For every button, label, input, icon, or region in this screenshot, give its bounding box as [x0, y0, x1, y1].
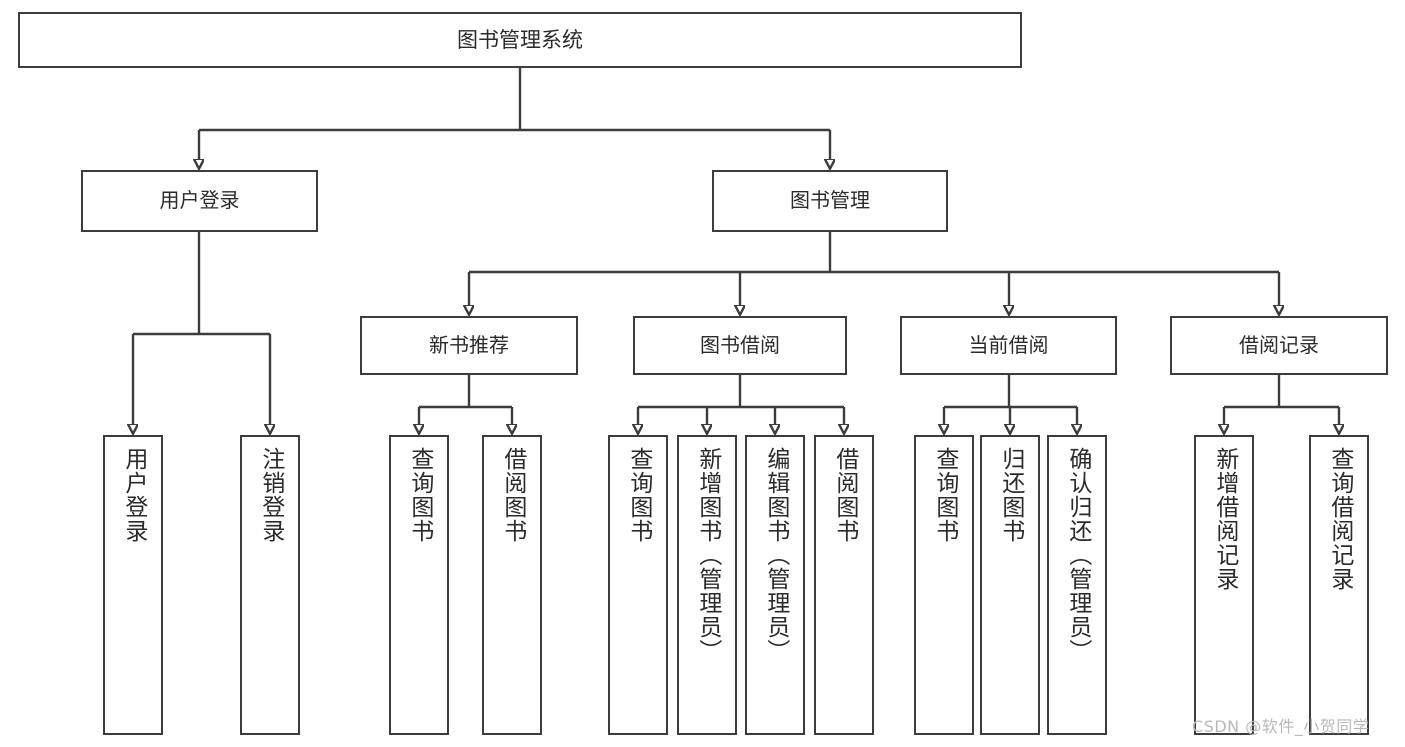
node-leaf-borrow-book-2-label: 借阅图书: [831, 447, 858, 543]
node-leaf-return-book-label: 归还图书: [997, 447, 1024, 543]
node-leaf-query-record-label: 查询借阅记录: [1326, 447, 1353, 591]
node-leaf-query-book-2-label: 查询图书: [625, 447, 652, 543]
node-leaf-edit-book-label: 编辑图书（管理员）: [762, 447, 789, 663]
node-book-management[interactable]: 图书管理: [712, 170, 948, 232]
node-user-login[interactable]: 用户登录: [81, 170, 318, 232]
node-leaf-user-logout[interactable]: 注销登录: [240, 435, 300, 735]
node-leaf-query-book-2[interactable]: 查询图书: [608, 435, 668, 735]
node-root[interactable]: 图书管理系统: [18, 12, 1022, 68]
node-book-management-label: 图书管理: [790, 188, 870, 213]
node-current-borrow-label: 当前借阅: [968, 332, 1049, 357]
node-new-book-recommend-label: 新书推荐: [429, 332, 509, 357]
node-leaf-add-record-label: 新增借阅记录: [1211, 447, 1238, 591]
node-book-borrow[interactable]: 图书借阅: [633, 316, 847, 375]
node-leaf-edit-book[interactable]: 编辑图书（管理员）: [745, 435, 805, 735]
node-leaf-confirm-return[interactable]: 确认归还（管理员）: [1047, 435, 1107, 735]
node-new-book-recommend[interactable]: 新书推荐: [360, 316, 578, 375]
node-leaf-add-book[interactable]: 新增图书（管理员）: [677, 435, 737, 735]
node-leaf-add-record[interactable]: 新增借阅记录: [1194, 435, 1254, 735]
node-borrow-record-label: 借阅记录: [1239, 332, 1319, 357]
node-leaf-borrow-book-2[interactable]: 借阅图书: [814, 435, 874, 735]
node-borrow-record[interactable]: 借阅记录: [1170, 316, 1388, 375]
node-book-borrow-label: 图书借阅: [700, 332, 780, 357]
node-leaf-user-logout-label: 注销登录: [257, 447, 284, 543]
node-root-label: 图书管理系统: [457, 27, 583, 52]
node-leaf-query-record[interactable]: 查询借阅记录: [1309, 435, 1369, 735]
csdn-watermark: CSDN @软件_小贺同学: [1192, 717, 1370, 736]
node-leaf-borrow-book-1-label: 借阅图书: [499, 447, 526, 543]
node-leaf-query-book-3[interactable]: 查询图书: [914, 435, 974, 735]
node-leaf-confirm-return-label: 确认归还（管理员）: [1064, 447, 1091, 663]
node-leaf-query-book-1[interactable]: 查询图书: [389, 435, 449, 735]
node-user-login-label: 用户登录: [159, 188, 240, 213]
node-leaf-borrow-book-1[interactable]: 借阅图书: [482, 435, 542, 735]
node-leaf-return-book[interactable]: 归还图书: [980, 435, 1040, 735]
node-leaf-user-login-label: 用户登录: [120, 447, 147, 543]
node-current-borrow[interactable]: 当前借阅: [900, 316, 1117, 375]
node-leaf-add-book-label: 新增图书（管理员）: [694, 447, 721, 663]
node-leaf-query-book-1-label: 查询图书: [406, 447, 433, 543]
node-leaf-query-book-3-label: 查询图书: [931, 447, 958, 543]
node-leaf-user-login[interactable]: 用户登录: [103, 435, 163, 735]
